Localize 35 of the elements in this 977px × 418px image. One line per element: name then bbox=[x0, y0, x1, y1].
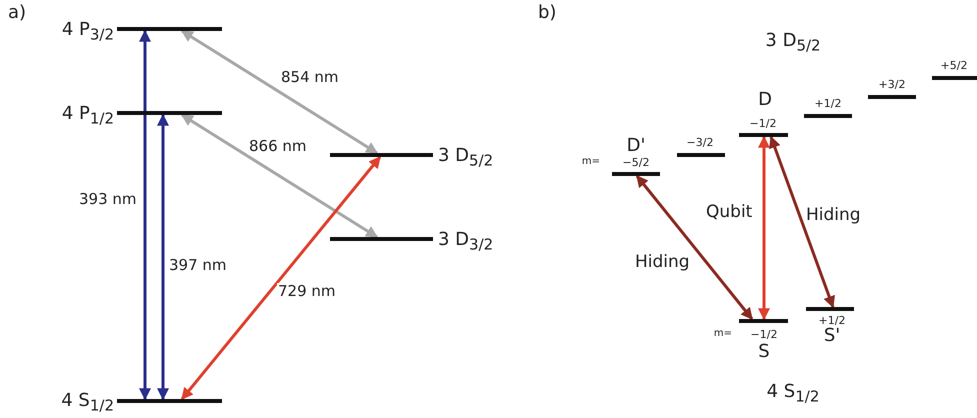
level-label: S' bbox=[824, 327, 840, 346]
level-label: D' bbox=[626, 137, 646, 156]
quantum-number-label: −3/2 bbox=[686, 136, 714, 148]
level-label: 4 S$_{1/2}$ bbox=[61, 392, 114, 414]
quantum-number-label: −5/2 bbox=[622, 156, 650, 168]
edge-label: Qubit bbox=[705, 203, 754, 222]
transition-arrow bbox=[758, 136, 770, 320]
edge-label: 866 nm bbox=[248, 138, 308, 155]
level-label: 4 P$_{1/2}$ bbox=[62, 105, 114, 127]
transition-arrow bbox=[139, 30, 151, 400]
transition-arrow bbox=[769, 136, 835, 308]
quantum-number-label: +3/2 bbox=[878, 78, 906, 90]
quantum-number-label: −1/2 bbox=[750, 328, 778, 340]
level-label: 3 D$_{3/2}$ bbox=[438, 231, 494, 253]
panel-label: a) bbox=[8, 4, 26, 22]
edge-label: Hiding bbox=[805, 206, 862, 225]
transition-arrow bbox=[180, 114, 378, 238]
level-label: S bbox=[758, 343, 770, 362]
m-label: m= bbox=[582, 156, 600, 166]
transition-arrow bbox=[636, 175, 754, 320]
level-label: 3 D$_{5/2}$ bbox=[438, 147, 494, 169]
transition-arrow bbox=[180, 156, 382, 400]
panel-label: b) bbox=[538, 4, 556, 22]
manifold-label: 3 D$_{5/2}$ bbox=[765, 32, 821, 54]
level-label: 4 P$_{3/2}$ bbox=[62, 21, 114, 43]
quantum-number-label: +1/2 bbox=[818, 314, 846, 326]
transition-arrow bbox=[157, 114, 169, 400]
quantum-number-label: +1/2 bbox=[814, 98, 842, 109]
transition-arrow bbox=[180, 30, 378, 154]
level-label: D bbox=[758, 91, 772, 110]
m-label: m= bbox=[714, 328, 732, 338]
manifold-label: 4 S$_{1/2}$ bbox=[766, 383, 820, 405]
quantum-number-label: −1/2 bbox=[750, 118, 776, 129]
quantum-number-label: +5/2 bbox=[940, 60, 968, 71]
edge-label: Hiding bbox=[634, 253, 691, 272]
